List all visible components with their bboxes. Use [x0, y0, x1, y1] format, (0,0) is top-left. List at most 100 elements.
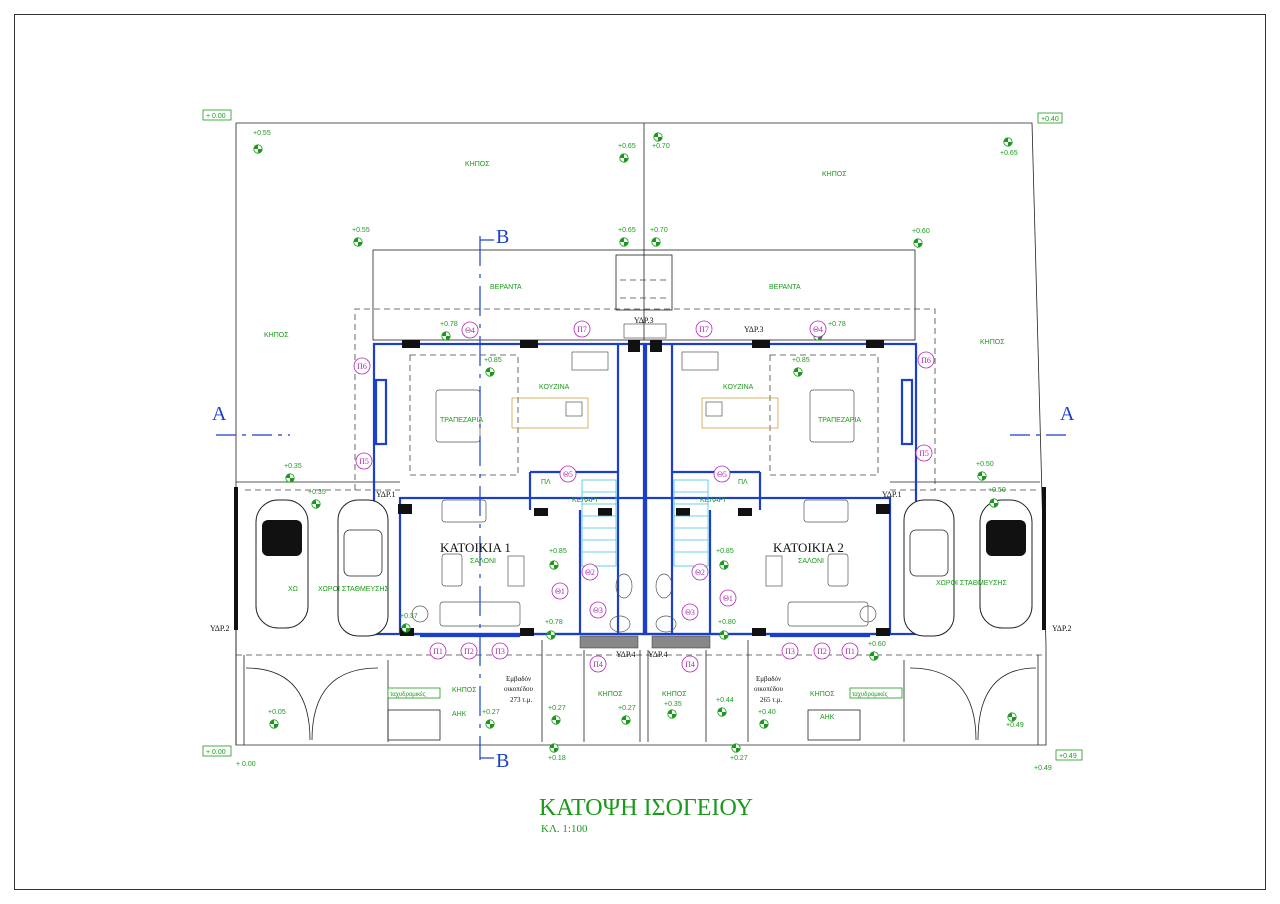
level-corner-tr: +0.40	[1041, 116, 1059, 123]
tag-label: Θ5	[563, 470, 573, 479]
level-value: +0.70	[652, 143, 670, 150]
level-corner-tl: + 0.00	[206, 113, 226, 120]
corner-level-boxes	[202, 109, 1083, 761]
tag-marker	[491, 642, 509, 660]
tag-label: Θ4	[813, 325, 823, 334]
level-symbol-fill	[1008, 713, 1016, 721]
tag-label: Π1	[433, 647, 443, 656]
tag-label: Π2	[817, 647, 827, 656]
tag-label: Θ3	[685, 608, 695, 617]
drawing-title: ΚΑΤΟΨΗ ΙΣΟΓΕΙΟΥ	[539, 795, 753, 821]
section-b-bottom: B	[496, 750, 509, 772]
level-symbol-fill	[270, 720, 278, 728]
level-value: +0.60	[868, 641, 886, 648]
tag-label: Π4	[685, 660, 695, 669]
tag-marker	[917, 351, 935, 369]
level-value: +0.40	[758, 709, 776, 716]
tag-marker	[460, 642, 478, 660]
tag-label: Π4	[593, 660, 603, 669]
level-symbol-fill	[732, 744, 740, 752]
drain-ydr4-left: ΥΔΡ.4	[616, 650, 636, 659]
level-value: +0.55	[352, 227, 370, 234]
kitchen-label-2: ΚΟΥΖΙΝΑ	[723, 384, 754, 391]
plot-area-1-value: 273 τ.μ.	[510, 696, 533, 704]
tag-marker	[691, 563, 709, 581]
tag-label: Π1	[845, 647, 855, 656]
plot-area-2-sub: οικοπέδου	[754, 685, 784, 693]
level-value: +0.27	[618, 705, 636, 712]
level-symbol-fill	[914, 239, 922, 247]
level-symbol-fill	[620, 154, 628, 162]
tag-marker	[589, 655, 607, 673]
level-symbol-fill	[718, 708, 726, 716]
section-a-right: A	[1060, 403, 1075, 425]
garden-label-4: ΚΗΠΟΣ	[980, 339, 1005, 346]
plot-area-1-sub: οικοπέδου	[504, 685, 534, 693]
tag-marker	[695, 320, 713, 338]
level-value: +0.60	[912, 228, 930, 235]
level-value: +0.37	[400, 613, 418, 620]
level-symbol-fill	[654, 133, 662, 141]
garden-label-1: ΚΗΠΟΣ	[465, 161, 490, 168]
tag-label: Π2	[464, 647, 474, 656]
tag-marker	[813, 642, 831, 660]
tag-label: Θ3	[593, 606, 603, 615]
level-value: +0.44	[716, 697, 734, 704]
drawing-scale: ΚΛ. 1:100	[541, 823, 588, 835]
level-symbol-fill	[486, 720, 494, 728]
tag-label: Π7	[577, 325, 587, 334]
tag-label: Θ2	[695, 568, 705, 577]
tag-marker	[573, 320, 591, 338]
garden-label-2: ΚΗΠΟΣ	[822, 171, 847, 178]
dining-label-2: ΤΡΑΠΕΖΑΡΙΑ	[818, 417, 861, 424]
level-value: +0.78	[828, 321, 846, 328]
ahk-label-2: ΑΗΚ	[820, 714, 835, 721]
level-value: +0.50	[976, 461, 994, 468]
tag-marker	[681, 655, 699, 673]
pa-label-1: ΠΛ	[541, 479, 551, 486]
level-symbol-fill	[442, 332, 450, 340]
level-value: +0.35	[308, 489, 326, 496]
level-symbol-fill	[550, 744, 558, 752]
level-markers: +0.55+0.65+0.70+0.65+0.55+0.70+0.65+0.60…	[253, 130, 1024, 762]
living-label-1: ΣΑΛΟΝΙ	[470, 558, 496, 565]
level-value: +0.70	[650, 227, 668, 234]
level-symbol-fill	[794, 368, 802, 376]
garden-label-8: ΚΗΠΟΣ	[810, 691, 835, 698]
veranda-label-1: ΒΕΡΑΝΤΑ	[490, 284, 522, 291]
cellar-label-2: ΚΕΛΑΡΙ	[700, 497, 725, 504]
stairs	[581, 479, 709, 567]
tag-marker	[581, 563, 599, 581]
tag-label: Θ1	[723, 594, 733, 603]
level-value: +0.85	[549, 548, 567, 555]
level-value: +0.49	[1006, 722, 1024, 729]
level-symbol-fill	[620, 238, 628, 246]
tag-marker	[809, 320, 827, 338]
drain-ydr1-right: ΥΔΡ.1	[882, 490, 902, 499]
tag-marker	[915, 444, 933, 462]
drain-ydr2-right: ΥΔΡ.2	[1052, 624, 1072, 633]
level-symbol-fill	[1004, 138, 1012, 146]
level-symbol-fill	[550, 561, 558, 569]
level-value: +0.80	[718, 619, 736, 626]
parking-label-2: ΧΩΡΟΙ ΣΤΑΘΜΕΥΣΗΣ	[936, 580, 1008, 587]
tag-label: Π5	[359, 457, 369, 466]
level-symbol-fill	[760, 720, 768, 728]
tag-label: Θ1	[555, 587, 565, 596]
level-corner-br: +0.49	[1059, 753, 1077, 760]
tag-label: Π3	[785, 647, 795, 656]
level-value: +0.55	[253, 130, 271, 137]
level-symbol-fill	[668, 710, 676, 718]
drain-ydr3-left: ΥΔΡ.3	[634, 316, 654, 325]
tag-label: Π3	[495, 647, 505, 656]
level-corner-bl2: + 0.00	[236, 761, 256, 768]
tag-label: Θ5	[717, 470, 727, 479]
level-value: +0.35	[664, 701, 682, 708]
level-symbol-fill	[720, 561, 728, 569]
level-symbol-fill	[720, 631, 728, 639]
level-symbol-fill	[286, 474, 294, 482]
plot-area-2-label: Εμβαδόν	[756, 675, 781, 683]
level-value: +0.65	[618, 227, 636, 234]
level-symbol-fill	[486, 368, 494, 376]
